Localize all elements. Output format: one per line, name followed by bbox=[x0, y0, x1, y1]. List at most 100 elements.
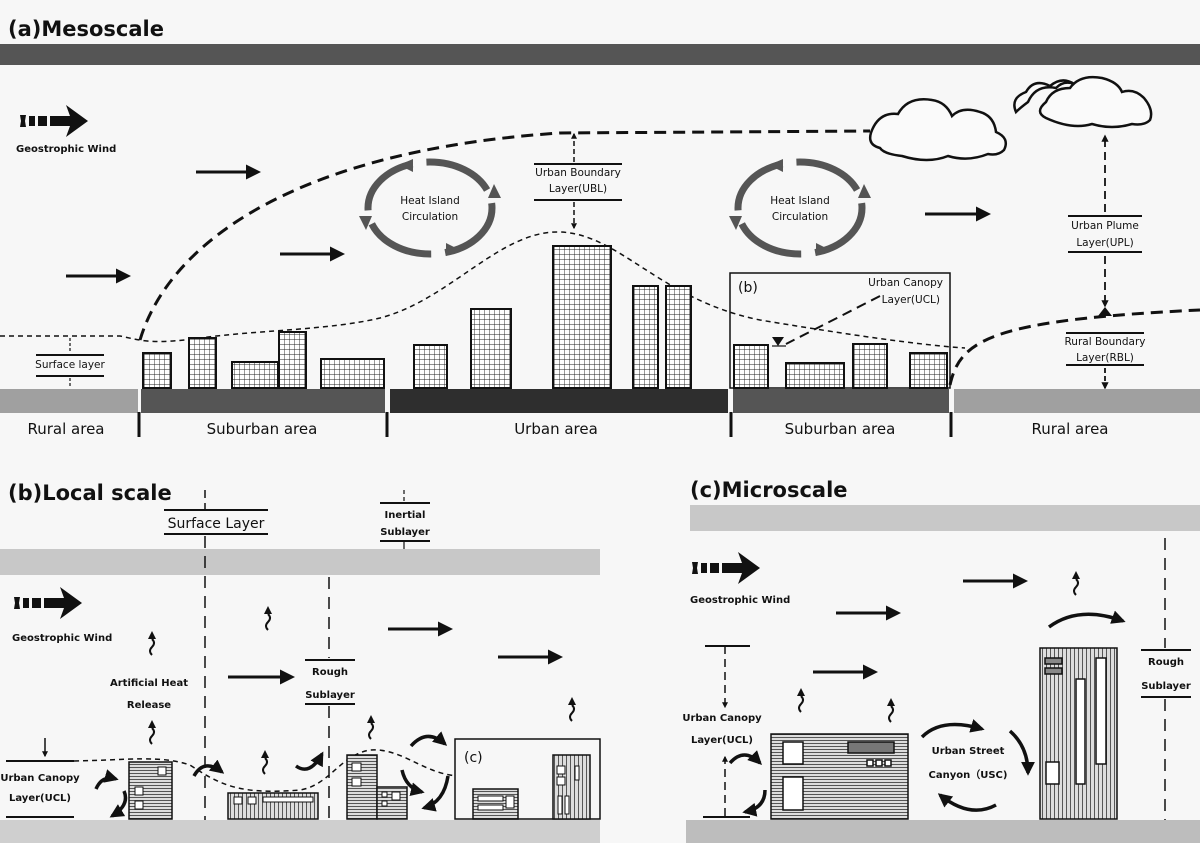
building bbox=[785, 362, 845, 389]
geostrophic-wind-icon bbox=[14, 587, 82, 619]
local-top-band bbox=[0, 549, 600, 575]
ucl-label-line1: Urban Canopy bbox=[682, 713, 762, 724]
ground-rural-right bbox=[954, 389, 1200, 413]
ucl-label-line2: Layer(UCL) bbox=[9, 793, 71, 804]
circulation-ring bbox=[364, 158, 496, 258]
circulation-ring bbox=[734, 158, 866, 258]
area-label-rural-right: Rural area bbox=[1032, 420, 1109, 438]
upl-label-line2: Layer(UPL) bbox=[1076, 237, 1133, 249]
wind-arrows bbox=[813, 573, 1028, 680]
canyon-flow-arrows bbox=[728, 610, 1126, 817]
top-band bbox=[0, 44, 1200, 65]
heat-release-icons bbox=[796, 570, 1081, 723]
building bbox=[733, 344, 769, 389]
area-labels: Rural area Suburban area Urban area Subu… bbox=[28, 420, 1109, 438]
heat-island-label-line1: Heat Island bbox=[400, 195, 459, 207]
ubl-marker: Urban Boundary Layer(UBL) bbox=[534, 132, 622, 230]
building bbox=[665, 285, 692, 389]
area-label-rural-left: Rural area bbox=[28, 420, 105, 438]
rough-sublayer-label-line2: Sublayer bbox=[305, 690, 355, 701]
surface-layer-label: Surface Layer bbox=[168, 516, 265, 532]
rough-sublayer-label-line1: Rough bbox=[312, 667, 348, 678]
ground-rural-left bbox=[0, 389, 138, 413]
high-rise-windows bbox=[1044, 657, 1107, 785]
usc-label-line2: Canyon（USC) bbox=[929, 768, 1008, 781]
ground-suburban-left bbox=[141, 389, 385, 413]
rbl-label-line1: Rural Boundary bbox=[1064, 336, 1145, 348]
inertial-label-line1: Inertial bbox=[385, 510, 426, 521]
local-windows bbox=[134, 762, 580, 815]
micro-ground bbox=[686, 820, 1200, 843]
ground-urban bbox=[390, 389, 728, 413]
circulation-arrowheads bbox=[359, 159, 501, 256]
inertial-label-line2: Sublayer bbox=[380, 527, 430, 538]
building bbox=[231, 361, 279, 389]
heat-island-label-line2: Circulation bbox=[772, 211, 828, 223]
building bbox=[632, 285, 659, 389]
geostrophic-wind-icon bbox=[20, 105, 88, 137]
artificial-heat-label-line1: Artificial Heat bbox=[110, 678, 188, 689]
turbulence-arrows bbox=[94, 731, 450, 818]
building bbox=[320, 358, 385, 389]
ubl-label-line2: Layer(UBL) bbox=[549, 183, 607, 195]
cloud bbox=[1038, 75, 1153, 129]
usc-label-line1: Urban Street bbox=[932, 746, 1005, 757]
panel-mesoscale: (a)Mesoscale Geostrophic Wind Heat Islan… bbox=[0, 17, 1200, 438]
building bbox=[278, 331, 307, 389]
heat-island-label-line2: Circulation bbox=[402, 211, 458, 223]
wind-legend-label: Geostrophic Wind bbox=[12, 633, 112, 644]
building bbox=[413, 344, 448, 389]
area-label-suburban-left: Suburban area bbox=[207, 420, 318, 438]
heat-island-label-line1: Heat Island bbox=[770, 195, 829, 207]
rough-sublayer-label-line2: Sublayer bbox=[1141, 681, 1191, 692]
building bbox=[142, 352, 172, 389]
building bbox=[552, 245, 612, 389]
wind-arrows bbox=[228, 621, 563, 685]
upl-rbl-marker: Urban Plume Layer(UPL) Rural Boundary La… bbox=[1064, 134, 1146, 390]
ucl-label-line2: Layer(UCL) bbox=[691, 735, 753, 746]
upl-label-line1: Urban Plume bbox=[1071, 220, 1139, 232]
inset-c-label: (c) bbox=[464, 750, 483, 766]
buildings bbox=[142, 245, 948, 389]
circulation-arrowheads bbox=[729, 159, 871, 256]
surface-layer-label: Surface layer bbox=[35, 359, 105, 371]
area-label-suburban-right: Suburban area bbox=[785, 420, 896, 438]
low-rise-windows bbox=[782, 741, 895, 811]
panel-c-title: (c)Microscale bbox=[690, 478, 848, 502]
clouds bbox=[868, 75, 1153, 162]
panel-a-title: (a)Mesoscale bbox=[8, 17, 164, 41]
micro-top-band bbox=[690, 505, 1200, 531]
panel-microscale: (c)Microscale Geostrophic Wind Urban Can… bbox=[682, 478, 1200, 843]
wind-legend-label: Geostrophic Wind bbox=[690, 595, 790, 606]
wind-legend-label: Geostrophic Wind bbox=[16, 144, 116, 155]
artificial-heat-label-line2: Release bbox=[127, 700, 171, 711]
wind-arrows bbox=[66, 164, 991, 284]
ubl-label-line1: Urban Boundary bbox=[535, 167, 621, 179]
heat-island-circulation-2: Heat Island Circulation bbox=[729, 158, 871, 258]
ground-strips bbox=[0, 389, 1200, 413]
building bbox=[909, 352, 948, 389]
rough-sublayer-label-line1: Rough bbox=[1148, 657, 1184, 668]
inset-b-box: (b) Urban Canopy Layer(UCL) bbox=[729, 272, 951, 389]
ucl-label-line1: Urban Canopy bbox=[868, 277, 943, 289]
building bbox=[852, 343, 888, 389]
ucl-label-line2: Layer(UCL) bbox=[882, 294, 940, 306]
heat-island-circulation-1: Heat Island Circulation bbox=[359, 158, 501, 258]
urban-boundary-layer-line bbox=[138, 129, 871, 341]
inset-b-label: (b) bbox=[738, 280, 758, 296]
building bbox=[470, 308, 512, 389]
surface-layer-marker: Surface layer bbox=[35, 338, 106, 388]
cloud bbox=[868, 98, 1007, 162]
area-label-urban: Urban area bbox=[514, 420, 598, 438]
building bbox=[188, 337, 217, 389]
ground-suburban-right bbox=[733, 389, 949, 413]
ucl-label-line1: Urban Canopy bbox=[0, 773, 80, 784]
rbl-label-line2: Layer(RBL) bbox=[1076, 352, 1134, 364]
area-dividers bbox=[137, 412, 953, 437]
local-ground bbox=[0, 820, 600, 843]
geostrophic-wind-icon bbox=[692, 552, 760, 584]
panel-b-title: (b)Local scale bbox=[8, 481, 172, 505]
panel-local-scale: (b)Local scale Surface Layer Inertial Su… bbox=[0, 481, 601, 843]
